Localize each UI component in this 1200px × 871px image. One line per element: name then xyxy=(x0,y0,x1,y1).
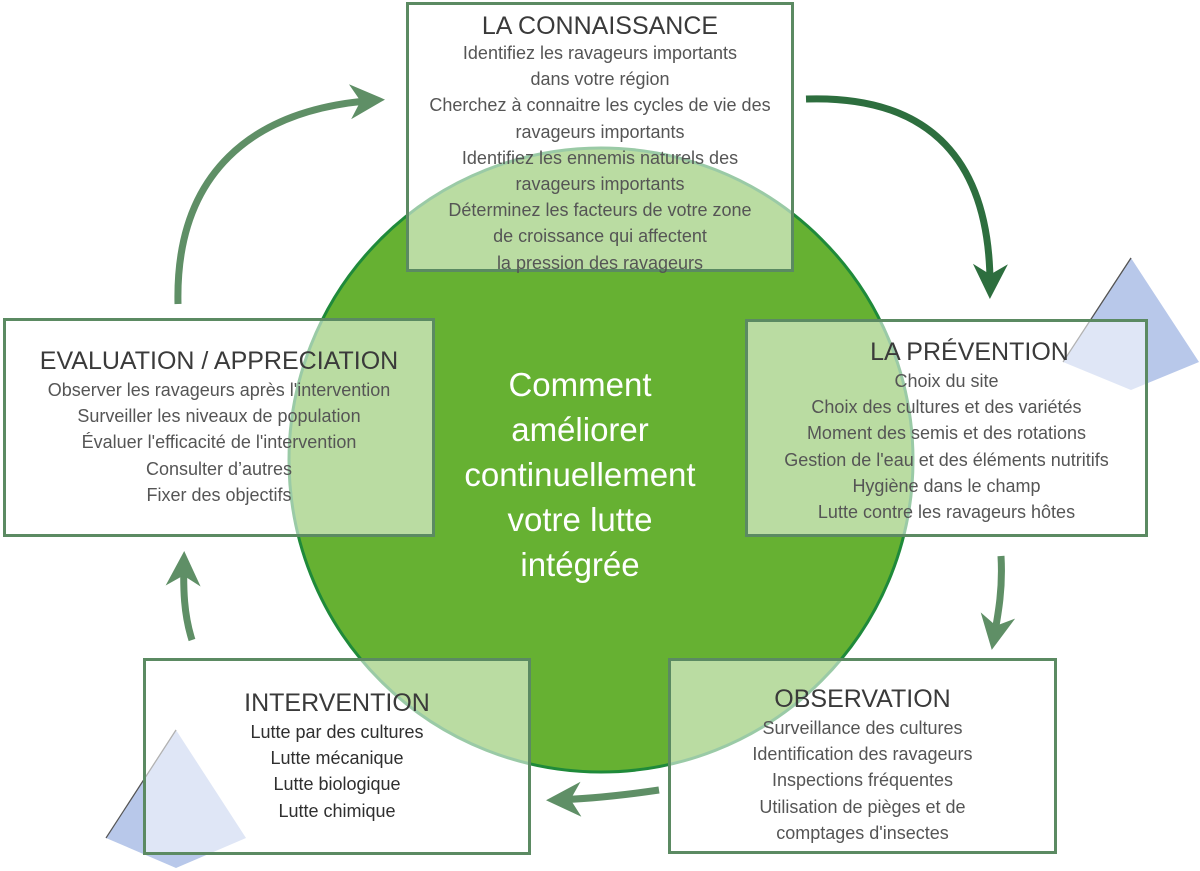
arrow-prevention-to-observation xyxy=(980,555,1016,650)
arrow-observation-to-intervention xyxy=(546,781,660,817)
step-item: Lutte mécanique xyxy=(270,748,404,769)
center-question-line: Comment xyxy=(508,366,652,403)
step-items: Lutte par des cultures Lutte mécanique L… xyxy=(146,719,528,824)
step-item: Choix des cultures et des variétés xyxy=(811,397,1082,418)
step-title: EVALUATION / APPRECIATION xyxy=(39,347,399,375)
step-item: Consulter d’autres xyxy=(145,458,293,479)
center-question-line: améliorer xyxy=(511,411,649,448)
step-item: Lutte contre les ravageurs hôtes xyxy=(817,502,1076,523)
step-connaissance-box: LA CONNAISSANCE Identifiez les ravageurs… xyxy=(406,2,794,273)
center-question-line: intégrée xyxy=(520,546,640,583)
step-item: Observer les ravageurs après l'intervent… xyxy=(47,380,391,400)
step-item: de croissance qui affectent xyxy=(493,226,707,247)
step-item: Lutte chimique xyxy=(278,800,396,821)
arrow-intervention-to-evaluation xyxy=(165,551,201,642)
step-item: Gestion de l'eau et des éléments nutriti… xyxy=(784,449,1109,470)
step-item: Lutte par des cultures xyxy=(250,722,424,742)
step-item: Évaluer l'efficacité de l'intervention xyxy=(81,432,357,453)
step-items: Identifiez les ravageurs importants dans… xyxy=(409,40,791,276)
step-evaluation-box: EVALUATION / APPRECIATION Observer les r… xyxy=(3,318,435,537)
step-title: LA CONNAISSANCE xyxy=(481,12,719,40)
arrow-evaluation-to-connaissance xyxy=(174,84,385,305)
step-item: Utilisation de pièges et de xyxy=(759,796,966,817)
step-title: LA PRÉVENTION xyxy=(870,338,1069,366)
step-item: Identification des ravageurs xyxy=(752,744,973,765)
step-item: Déterminez les facteurs de votre zone xyxy=(448,200,752,221)
center-question-line: votre lutte xyxy=(507,501,653,538)
step-item: ravageurs importants xyxy=(515,121,685,142)
step-item: Surveiller les niveaux de population xyxy=(77,406,361,427)
step-item: comptages d'insectes xyxy=(776,822,949,843)
arrow-connaissance-to-prevention xyxy=(805,95,1008,299)
step-item: Hygiène dans le champ xyxy=(852,475,1041,496)
step-item: ravageurs importants xyxy=(515,174,685,195)
step-item: Identifiez les ennemis naturels des xyxy=(461,147,739,168)
step-observation-box: OBSERVATION Surveillance des cultures Id… xyxy=(668,658,1057,854)
step-title: OBSERVATION xyxy=(774,685,951,713)
step-prevention-box: LA PRÉVENTION Choix du site Choix des cu… xyxy=(745,319,1148,537)
step-item: Identifiez les ravageurs importants xyxy=(462,43,738,63)
step-item: Cherchez à connaitre les cycles de vie d… xyxy=(429,95,771,116)
step-item: Lutte biologique xyxy=(273,774,401,795)
step-item: Moment des semis et des rotations xyxy=(806,423,1087,444)
step-item: Fixer des objectifs xyxy=(146,484,292,505)
step-item: Surveillance des cultures xyxy=(762,718,963,738)
step-title: INTERVENTION xyxy=(244,689,430,717)
step-item: Inspections fréquentes xyxy=(771,770,954,791)
center-question: Comment améliorer continuellement votre … xyxy=(420,362,740,587)
center-question-line: continuellement xyxy=(464,456,696,493)
step-item: la pression des ravageurs xyxy=(496,252,704,273)
step-items: Surveillance des cultures Identification… xyxy=(671,715,1054,846)
step-intervention-box: INTERVENTION Lutte par des cultures Lutt… xyxy=(143,658,531,855)
step-item: dans votre région xyxy=(530,69,670,90)
step-item: Choix du site xyxy=(894,371,999,391)
step-items: Observer les ravageurs après l'intervent… xyxy=(6,377,432,508)
step-items: Choix du site Choix des cultures et des … xyxy=(748,368,1145,525)
